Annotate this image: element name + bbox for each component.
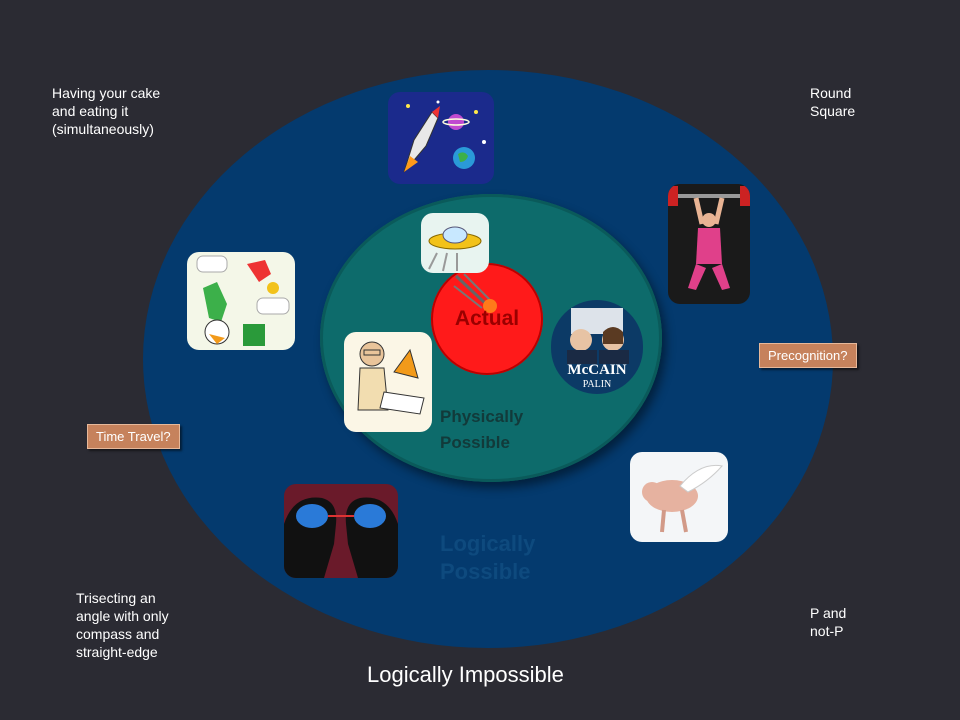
brains-image — [284, 484, 398, 578]
flying-saucer-image — [421, 213, 489, 273]
rocket-space-image — [388, 92, 494, 184]
physically-label-line2: Possible — [440, 433, 510, 452]
p-not-p-line: not-P — [810, 623, 844, 639]
logically-label-line2: Possible — [440, 559, 531, 584]
logically-label-line1: Logically — [440, 531, 536, 556]
trisecting-line: straight-edge — [76, 644, 158, 660]
mccain-sign-text: McCAIN — [567, 362, 627, 378]
physically-possible-label: Physically Possible — [440, 404, 523, 456]
logically-impossible-label: Logically Impossible — [367, 662, 564, 687]
meteor-image — [452, 272, 502, 321]
trisecting-line: compass and — [76, 626, 160, 642]
actual-label: Actual — [454, 307, 520, 330]
cake-text-line: Having your cake — [52, 85, 161, 101]
trisecting-line: Trisecting an — [76, 590, 156, 606]
mccain-palin-image: McCAIN PALIN — [551, 300, 643, 394]
p-not-p-line: P and — [810, 605, 847, 621]
trisecting-line: angle with only — [76, 608, 169, 624]
trisecting-text: Trisecting an angle with only compass an… — [76, 589, 169, 661]
cake-text-line: and eating it — [52, 103, 129, 119]
palin-sign-text: PALIN — [582, 379, 612, 390]
p-and-not-p-text: P and not-P — [810, 604, 846, 640]
cake-text-line: (simultaneously) — [52, 121, 154, 137]
actual-region — [431, 263, 543, 375]
precognition-tag: Precognition? — [759, 343, 857, 368]
round-square-line: Round — [810, 85, 852, 101]
round-square-line: Square — [810, 103, 856, 119]
cartoon-characters-image — [187, 252, 295, 350]
logically-possible-label: Logically Possible — [440, 530, 535, 586]
physically-label-line1: Physically — [440, 407, 524, 426]
cake-text: Having your cake and eating it (simultan… — [52, 84, 160, 138]
scientist-image — [344, 332, 432, 432]
time-travel-tag: Time Travel? — [87, 424, 180, 449]
flying-pig-image — [630, 452, 728, 542]
round-square-text: Round Square — [810, 84, 855, 120]
weightlifter-image — [668, 184, 750, 304]
